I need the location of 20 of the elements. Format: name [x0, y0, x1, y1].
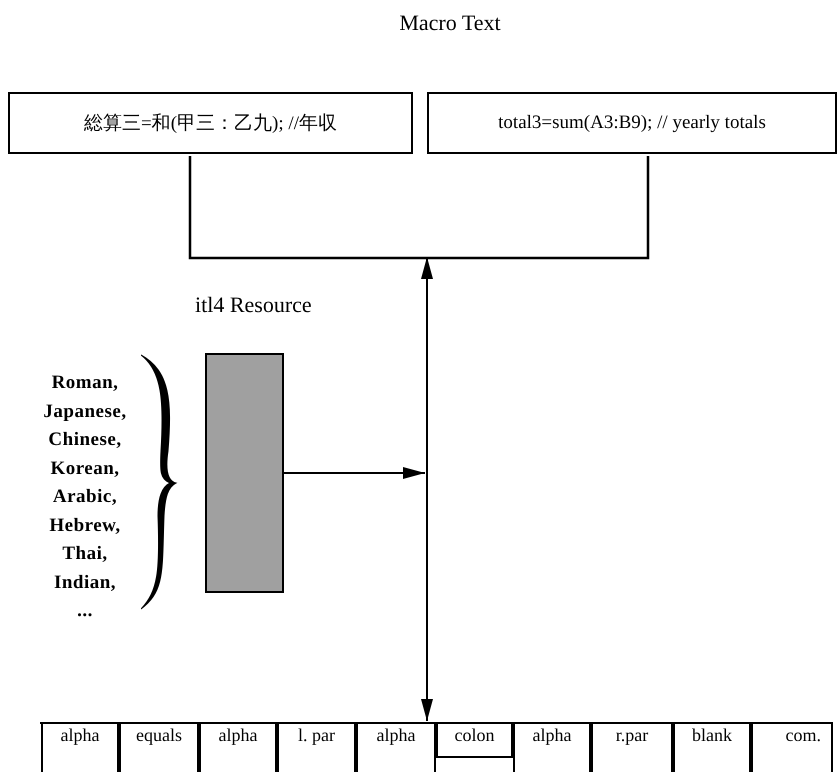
token-cell: alpha [199, 722, 277, 772]
token-cell: r.par [591, 722, 673, 772]
token-cell: alpha [356, 722, 436, 772]
bracket-line [188, 156, 427, 260]
resource-heading: itl4 Resource [195, 292, 312, 318]
code-box: total3=sum(A3:B9); // yearly totals [427, 92, 837, 154]
token-cell: colon [436, 722, 513, 758]
diagram-title: Macro Text [398, 10, 502, 36]
arrow [421, 257, 433, 721]
bracket-line [427, 156, 650, 260]
arrow [284, 467, 425, 479]
token-cell: l. par [277, 722, 356, 772]
token-cell: alpha [41, 722, 119, 772]
code-box: 総算三=和(甲三：乙九); //年収 [8, 92, 413, 154]
token-cell: equals [119, 722, 199, 772]
token-cell: alpha [513, 722, 591, 772]
token-cell: blank [673, 722, 751, 772]
token-row [40, 722, 832, 772]
token-cell: com. [751, 722, 833, 772]
script-list: Roman, Japanese, Chinese, Korean, Arabic, Hebrew, Thai, Indian, ... [20, 369, 150, 626]
